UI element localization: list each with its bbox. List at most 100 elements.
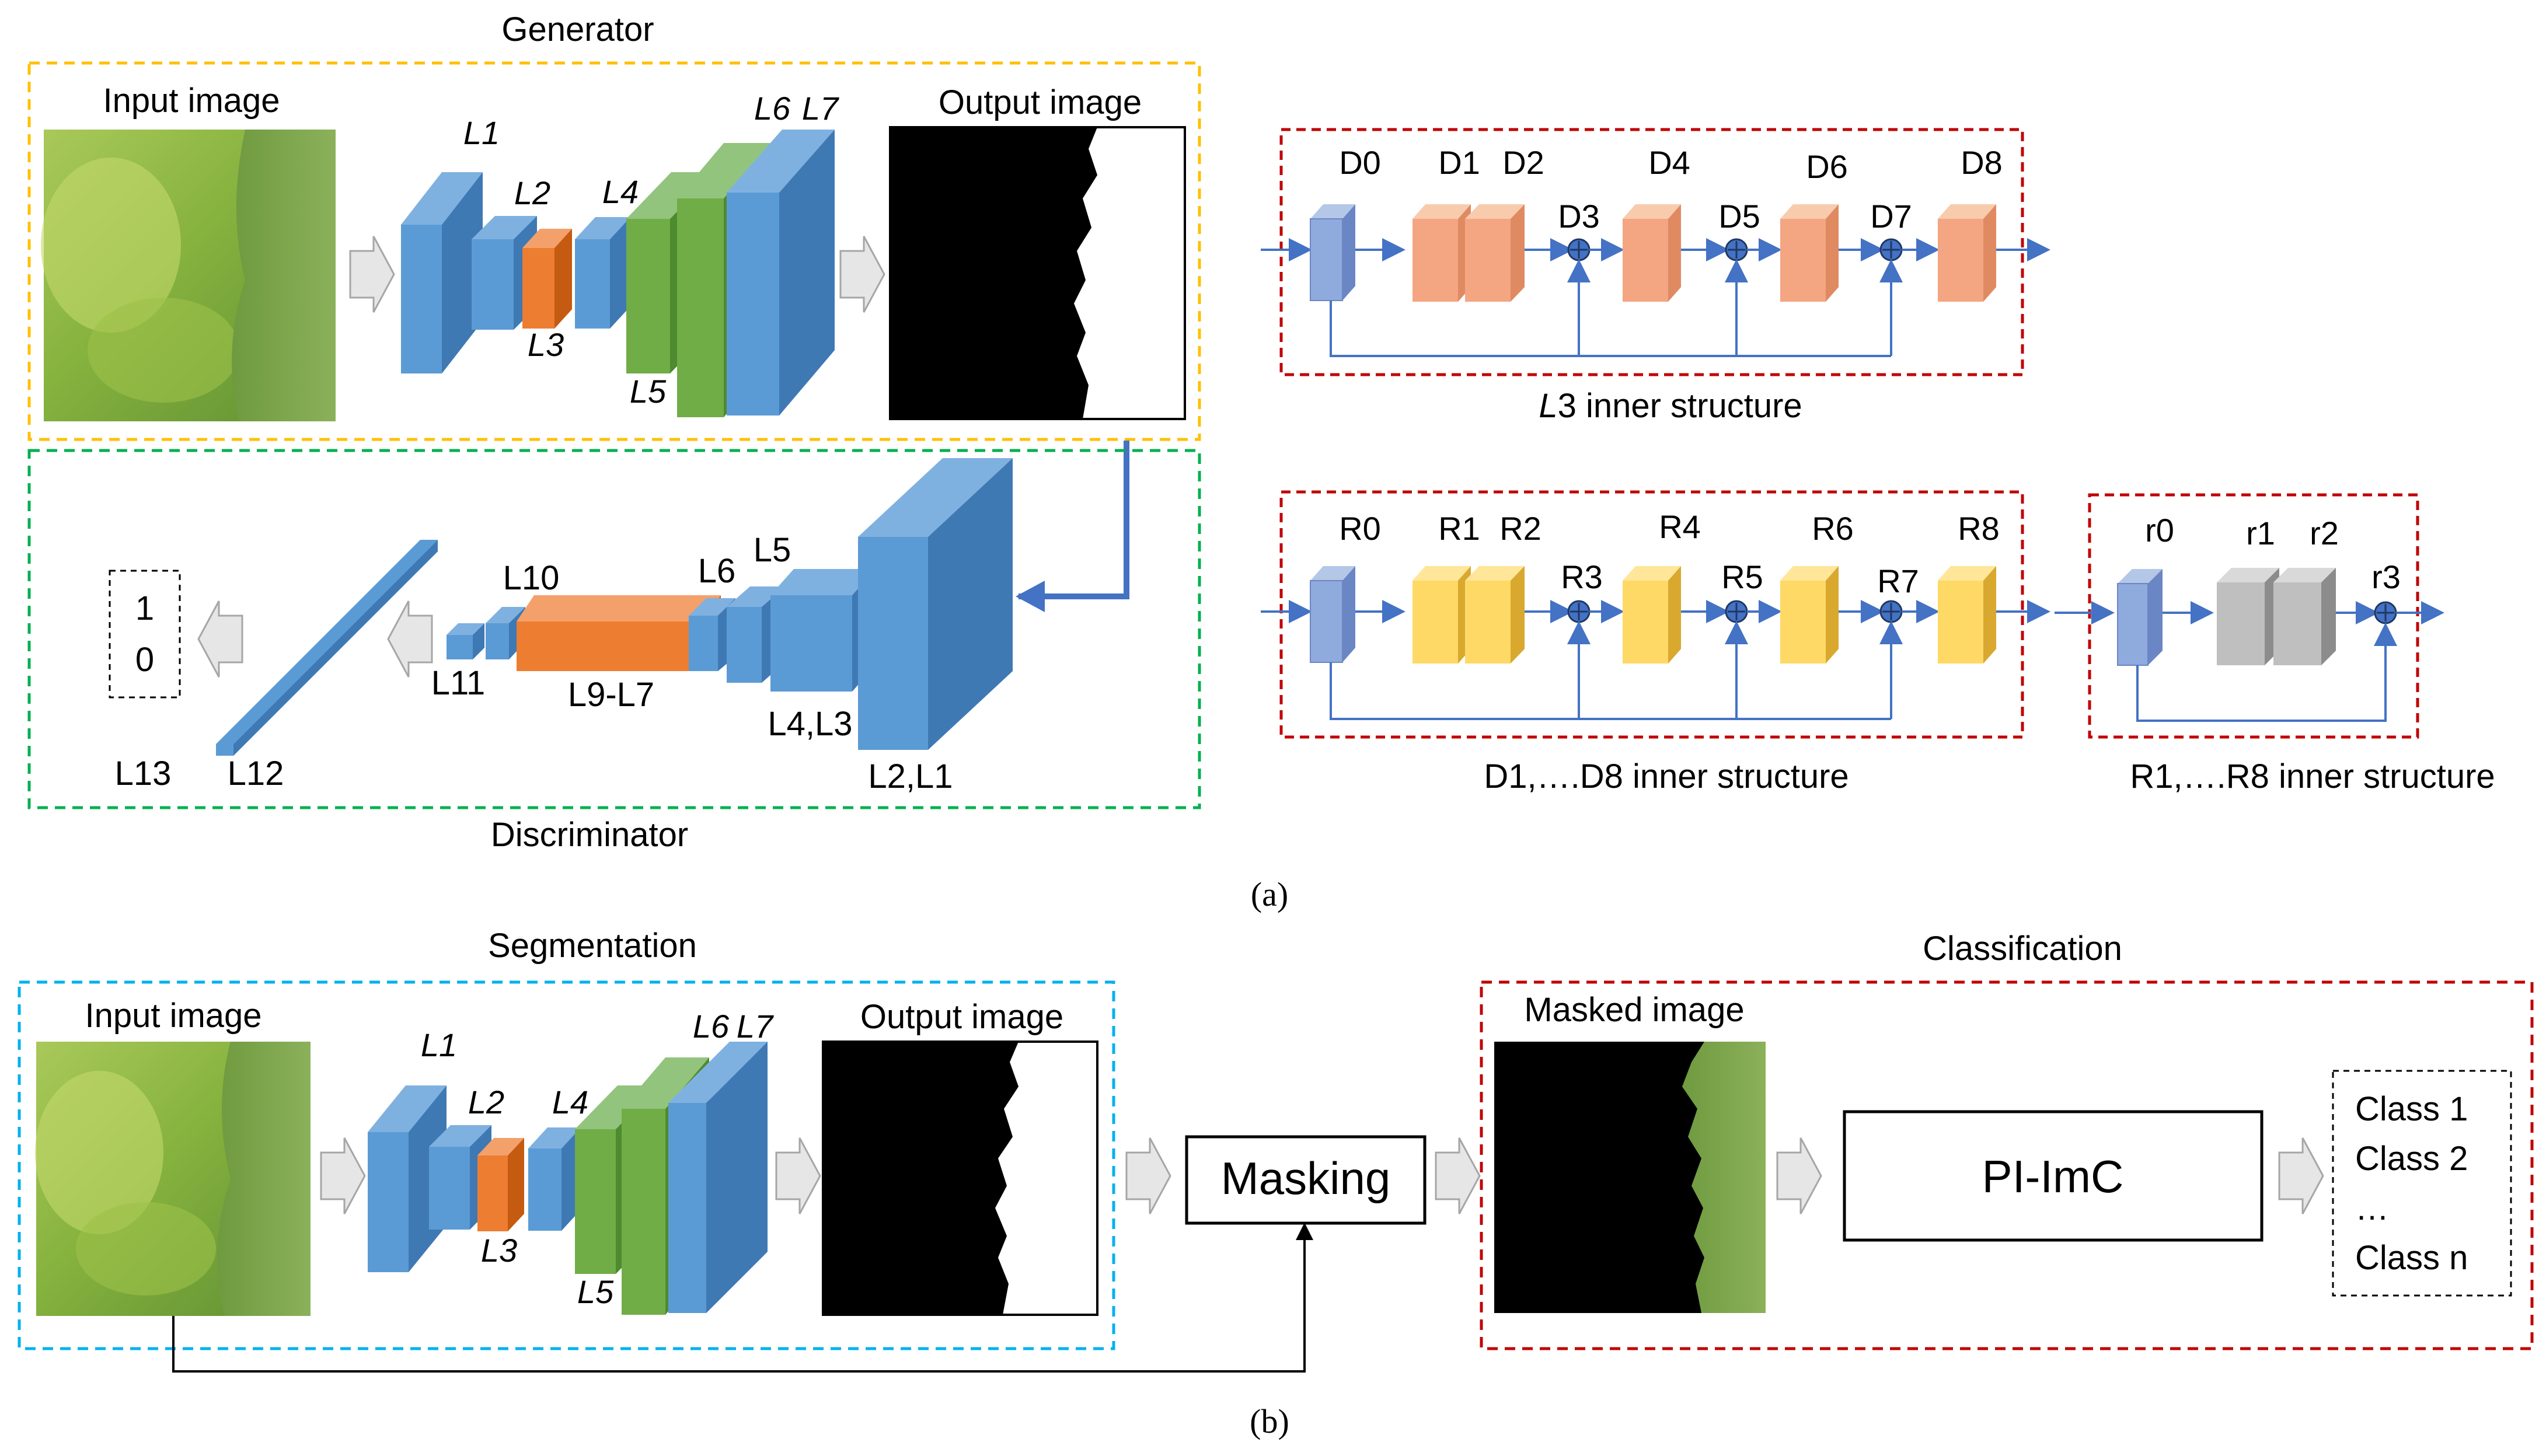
seg-l1-label: L1 <box>421 1026 457 1063</box>
disc-l2-l1-label: L2,L1 <box>868 757 953 795</box>
node-r1: R1 <box>1438 510 1480 547</box>
discriminator-box <box>27 449 1201 809</box>
input-to-masking-connector <box>172 1230 1306 1373</box>
classifier-to-classes-arrow <box>2278 1137 2324 1214</box>
r-inner-structure: R1,….R8 inner structure r0 r1 r2 r3 <box>2055 493 2495 795</box>
gen-l4-label: L4 <box>602 173 639 210</box>
seg-output-label: Output image <box>860 998 1063 1036</box>
gen-input-label: Input image <box>103 82 280 120</box>
disc-arrow-mid <box>387 600 433 678</box>
disc-output-1: 1 <box>135 589 154 627</box>
node-r2-inner: r2 <box>2310 515 2339 551</box>
node-r6: R6 <box>1812 510 1854 547</box>
disc-l5-label: L5 <box>754 531 791 569</box>
seg-l2-label: L2 <box>468 1084 504 1120</box>
d-box <box>1279 490 2024 739</box>
seg-l6-label: L6 <box>693 1008 730 1045</box>
disc-l4-l3-label: L4,L3 <box>768 705 852 743</box>
segmentation-group: Segmentation Input image <box>18 927 1115 1350</box>
node-r1-inner: r1 <box>2246 515 2275 551</box>
node-d0: D0 <box>1339 144 1381 181</box>
node-d5: D5 <box>1718 198 1760 235</box>
node-d6: D6 <box>1806 148 1848 185</box>
class-1: Class 1 <box>2355 1090 2468 1128</box>
disc-l10-label: L10 <box>503 559 560 597</box>
node-d7: D7 <box>1870 198 1912 235</box>
seg-l4-label: L4 <box>552 1084 588 1120</box>
node-r2: R2 <box>1499 510 1541 547</box>
gen-l3-label: L3 <box>528 326 564 363</box>
disc-l6-label: L6 <box>698 552 736 590</box>
discriminator-group: Discriminator 1 0 <box>27 449 1201 854</box>
node-r4: R4 <box>1659 508 1701 545</box>
gen-l2-label: L2 <box>514 174 550 211</box>
node-r3: R3 <box>1561 558 1603 595</box>
gen-arrow-1 <box>349 236 395 313</box>
node-r5: R5 <box>1721 558 1763 595</box>
node-r3-inner: r3 <box>2371 558 2401 595</box>
segmentation-title: Segmentation <box>488 927 697 965</box>
masking-block: Masking <box>1185 1135 1427 1225</box>
disc-l12-label: L12 <box>228 755 284 792</box>
classifier-label: PI-ImC <box>1982 1151 2124 1202</box>
classification-group: Classification Masked image PI-ImC Class… <box>1480 930 2534 1350</box>
node-r8: R8 <box>1958 510 2000 547</box>
classification-title: Classification <box>1923 930 2122 968</box>
seg-l3-label: L3 <box>481 1232 517 1269</box>
node-d8: D8 <box>1961 144 2003 181</box>
classification-box <box>1480 980 2534 1350</box>
d-caption: D1,….D8 inner structure <box>1484 757 1849 795</box>
r-box <box>2088 493 2419 739</box>
generator-group: Generator Input image <box>27 11 1201 441</box>
disc-l13-label: L13 <box>115 755 172 792</box>
masked-to-classifier-arrow <box>1776 1137 1822 1214</box>
d-inner-structure: D1,….D8 inner structure <box>1261 490 2050 795</box>
segmentation-box <box>18 980 1115 1350</box>
node-r0: R0 <box>1339 510 1381 547</box>
l3-caption: L3 inner structure <box>1539 387 1802 425</box>
node-d2: D2 <box>1502 144 1544 181</box>
classes-box <box>2332 1070 2512 1297</box>
generator-title: Generator <box>501 11 654 48</box>
gen-to-disc-connector <box>1019 441 1129 599</box>
node-d1: D1 <box>1438 144 1480 181</box>
gen-arrow-2 <box>839 236 885 313</box>
seg-l7-label: L7 <box>737 1008 774 1045</box>
gen-layers <box>401 130 835 417</box>
disc-output-0: 0 <box>135 641 154 679</box>
gen-output-label: Output image <box>939 83 1142 121</box>
gen-to-disc-arrowhead <box>1016 581 1045 612</box>
node-r0-inner: r0 <box>2145 512 2174 549</box>
disc-small-blocks <box>447 607 525 659</box>
caption-a: (a) <box>1251 875 1288 913</box>
generator-box <box>27 61 1201 441</box>
class-ellipsis: … <box>2355 1189 2389 1227</box>
masked-image-label: Masked image <box>1524 991 1744 1029</box>
disc-l9-l7-label: L9-L7 <box>568 676 654 714</box>
seg-input-label: Input image <box>85 997 261 1035</box>
disc-large-blocks <box>689 458 1013 750</box>
masking-label: Masking <box>1221 1153 1390 1204</box>
class-2: Class 2 <box>2355 1140 2468 1178</box>
seg-output-image <box>822 1041 1098 1316</box>
r-caption: R1,….R8 inner structure <box>2130 757 2495 795</box>
seg-to-masking-arrow <box>1125 1137 1171 1214</box>
gen-l5-label: L5 <box>630 373 667 410</box>
class-n: Class n <box>2355 1239 2468 1277</box>
masked-image <box>1494 1042 1766 1313</box>
node-d3: D3 <box>1558 198 1600 235</box>
classifier-block: PI-ImC <box>1843 1110 2264 1242</box>
seg-layers <box>368 1042 768 1315</box>
gen-output-image <box>889 126 1186 420</box>
gen-l6-label: L6 <box>754 90 791 127</box>
caption-b: (b) <box>1250 1402 1289 1440</box>
node-r7: R7 <box>1877 563 1919 599</box>
node-d4: D4 <box>1648 144 1690 181</box>
gen-l1-label: L1 <box>463 114 500 151</box>
masking-to-class-arrow <box>1435 1137 1481 1214</box>
disc-l11-label: L11 <box>431 664 485 702</box>
seg-input-image <box>35 1042 311 1316</box>
seg-l5-label: L5 <box>577 1273 614 1310</box>
seg-arrow-2 <box>775 1137 821 1214</box>
